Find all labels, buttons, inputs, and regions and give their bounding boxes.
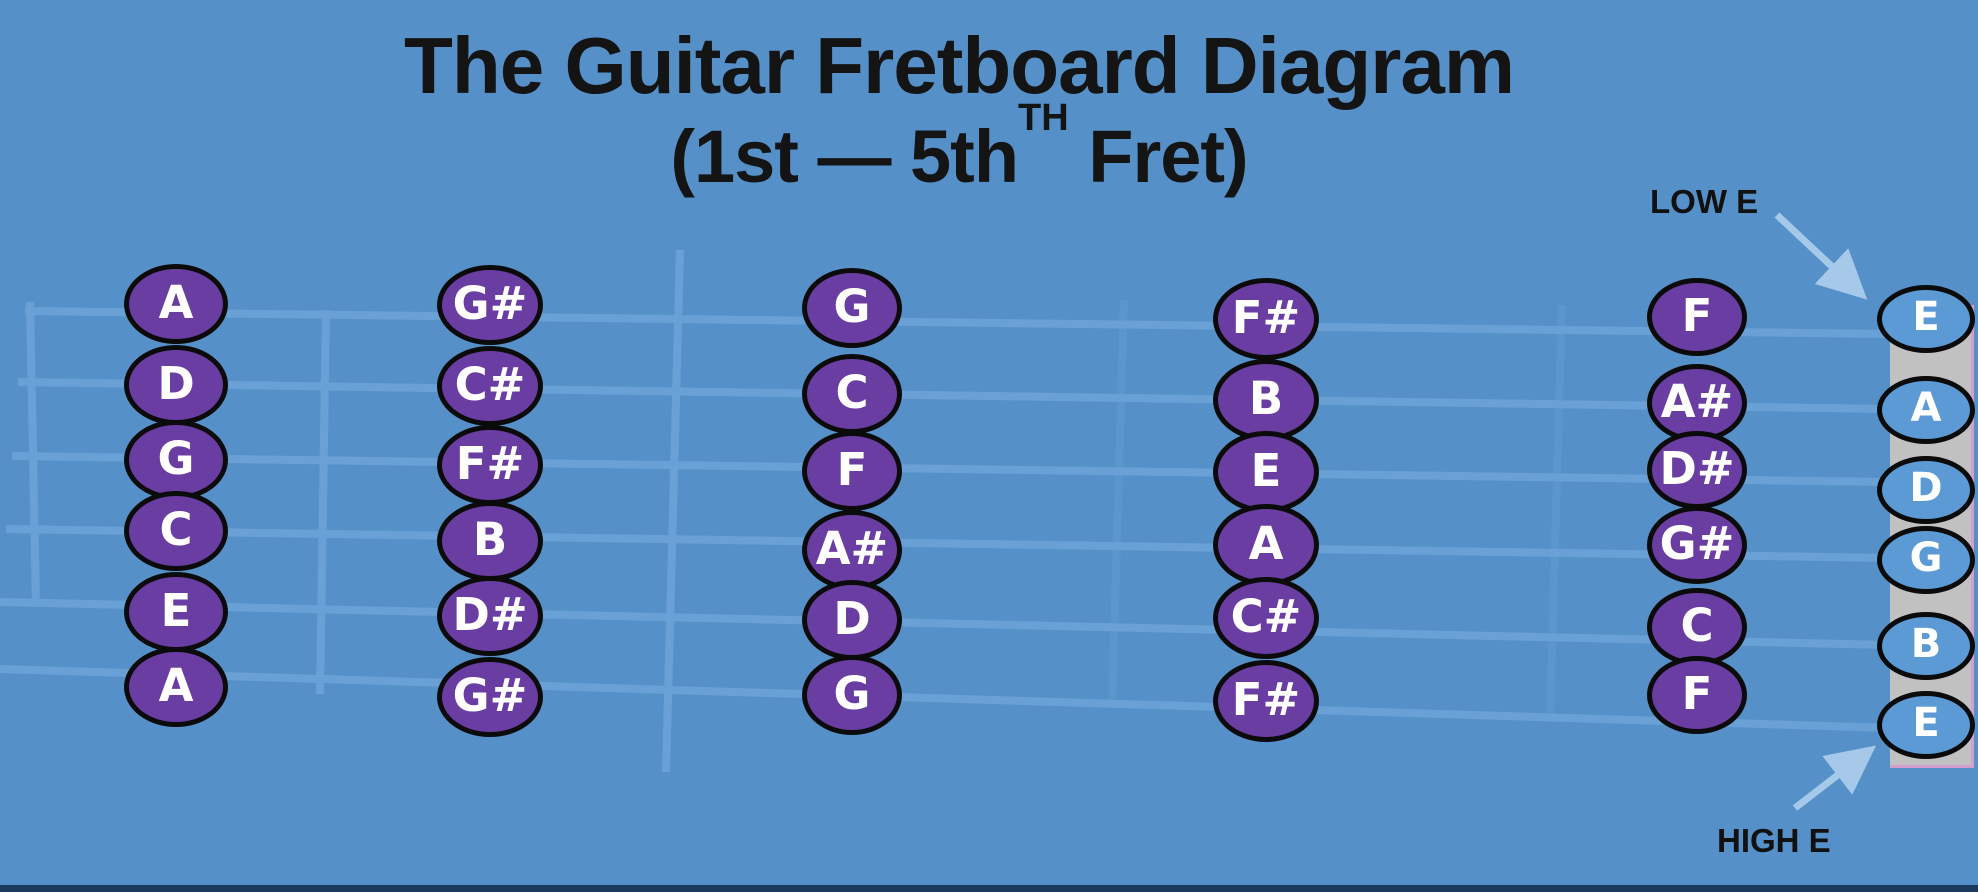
- note-label: A: [1910, 385, 1942, 431]
- note-label: C#: [1230, 589, 1302, 643]
- note-label: G#: [452, 276, 528, 330]
- note-fret2-string6: F#: [1213, 660, 1319, 742]
- note-label: C: [159, 502, 193, 556]
- subtitle-end: Fret): [1068, 115, 1248, 198]
- string-line: [5, 525, 1891, 562]
- open-string-note-4: G: [1877, 526, 1975, 594]
- note-fret2-string3: E: [1213, 431, 1319, 513]
- note-fret2-string4: A: [1213, 504, 1319, 586]
- note-label: A: [158, 275, 194, 329]
- note-label: F#: [455, 436, 525, 490]
- open-string-note-1: E: [1877, 285, 1975, 353]
- note-fret3-string5: D: [802, 580, 902, 660]
- high-e-arrow-icon: [1792, 745, 1877, 811]
- note-label: A: [158, 658, 194, 712]
- string-line: [17, 378, 1891, 413]
- note-label: E: [1250, 443, 1282, 497]
- note-fret3-string2: C: [802, 354, 902, 434]
- bottom-edge-bar: [0, 885, 1978, 892]
- note-fret3-string1: G: [802, 268, 902, 348]
- note-fret5-string5: E: [124, 572, 228, 652]
- note-fret1-string5: C: [1647, 588, 1747, 666]
- note-label: C: [835, 365, 869, 419]
- note-fret4-string2: C#: [437, 346, 543, 426]
- note-label: E: [1912, 700, 1940, 746]
- note-label: D#: [1659, 441, 1735, 495]
- fret-line: [1108, 299, 1128, 707]
- high-e-label: HIGH E: [1717, 822, 1831, 859]
- note-fret1-string2: A#: [1647, 364, 1747, 442]
- note-label: A#: [1660, 374, 1734, 428]
- fret-line: [1546, 304, 1566, 719]
- note-fret4-string4: B: [437, 501, 543, 581]
- note-label: D: [157, 356, 195, 410]
- note-fret1-string3: D#: [1647, 431, 1747, 509]
- note-fret4-string3: F#: [437, 425, 543, 505]
- note-fret3-string3: F: [802, 431, 902, 511]
- note-label: B: [1910, 621, 1942, 667]
- note-label: C: [1680, 598, 1714, 652]
- note-label: G: [1909, 535, 1943, 581]
- note-label: F: [1681, 288, 1713, 342]
- note-fret5-string3: G: [124, 420, 228, 500]
- note-label: D: [833, 591, 871, 645]
- note-label: D#: [452, 587, 528, 641]
- note-label: B: [472, 512, 508, 566]
- string-line: [0, 598, 1891, 649]
- open-string-note-5: B: [1877, 612, 1975, 680]
- note-label: F#: [1231, 290, 1301, 344]
- note-fret1-string4: G#: [1647, 506, 1747, 584]
- page-title: The Guitar Fretboard Diagram: [404, 21, 1515, 110]
- string-line: [24, 307, 1891, 338]
- note-fret3-string6: G: [802, 655, 902, 735]
- note-label: G: [157, 431, 195, 485]
- low-e-label: LOW E: [1650, 183, 1759, 220]
- note-label: A#: [815, 521, 889, 575]
- note-fret2-string2: B: [1213, 359, 1319, 441]
- page-subtitle: (1st — 5thTH Fret): [0, 97, 1918, 199]
- low-e-arrow-icon: [1774, 212, 1868, 300]
- note-fret1-string1: F: [1647, 278, 1747, 356]
- subtitle-start: (1st — 5th: [670, 115, 1019, 198]
- note-label: G: [833, 279, 871, 333]
- note-fret5-string6: A: [124, 647, 228, 727]
- note-fret4-string1: G#: [437, 265, 543, 345]
- open-string-note-2: A: [1877, 376, 1975, 444]
- note-label: G#: [1659, 516, 1735, 570]
- note-fret2-string1: F#: [1213, 278, 1319, 360]
- subtitle-superscript: TH: [1018, 97, 1069, 140]
- note-fret5-string2: D: [124, 345, 228, 425]
- note-fret4-string6: G#: [437, 657, 543, 737]
- note-label: B: [1248, 371, 1284, 425]
- note-label: G#: [452, 668, 528, 722]
- fret-line: [26, 301, 40, 607]
- fret-line: [316, 309, 330, 695]
- note-label: A: [1248, 516, 1284, 570]
- note-fret5-string4: C: [124, 491, 228, 571]
- note-label: G: [833, 666, 871, 720]
- note-fret5-string1: A: [124, 264, 228, 344]
- note-label: F: [1681, 666, 1713, 720]
- string-line: [11, 452, 1891, 486]
- note-label: F#: [1231, 672, 1301, 726]
- note-label: E: [1912, 294, 1940, 340]
- note-fret1-string6: F: [1647, 656, 1747, 734]
- note-label: E: [160, 583, 192, 637]
- string-line: [0, 665, 1891, 732]
- fret-line: [662, 249, 684, 773]
- note-label: F: [836, 442, 868, 496]
- note-fret4-string5: D#: [437, 576, 543, 656]
- open-string-note-6: E: [1877, 691, 1975, 759]
- note-label: C#: [454, 357, 526, 411]
- note-label: D: [1909, 465, 1943, 511]
- note-fret2-string5: C#: [1213, 577, 1319, 659]
- note-fret3-string4: A#: [802, 510, 902, 590]
- open-string-note-3: D: [1877, 456, 1975, 524]
